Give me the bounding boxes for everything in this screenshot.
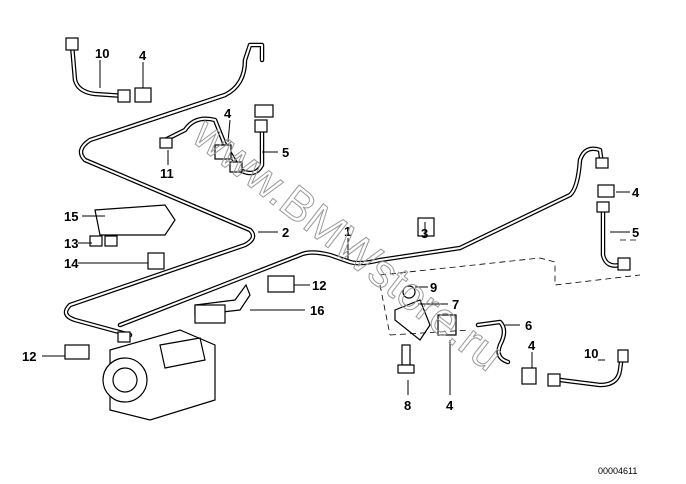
callout-5: 5 [632, 225, 639, 240]
leader-lines [42, 60, 630, 395]
callout-4: 4 [632, 185, 640, 200]
callout-16: 16 [310, 303, 324, 318]
callout-8: 8 [404, 398, 411, 413]
brake-pipe-1 [63, 42, 605, 338]
callout-13: 13 [64, 236, 78, 251]
callout-3: 3 [421, 226, 428, 241]
callout-9: 9 [430, 280, 437, 295]
callout-10: 10 [95, 46, 109, 61]
callout-12: 12 [22, 349, 36, 364]
hydraulic-unit [102, 329, 216, 421]
callout-10: 10 [584, 346, 598, 361]
callout-15: 15 [64, 209, 78, 224]
callout-labels: 10 4 4 5 11 15 2 1 13 14 3 4 5 9 7 12 16… [22, 46, 640, 413]
callout-4: 4 [224, 106, 232, 121]
reference-number: 00004611 [598, 466, 637, 476]
clips-and-fittings [64, 37, 631, 387]
callout-7: 7 [452, 297, 459, 312]
callout-12: 12 [312, 278, 326, 293]
callout-14: 14 [64, 256, 79, 271]
callout-5: 5 [282, 145, 289, 160]
callout-6: 6 [525, 318, 532, 333]
callout-1: 1 [344, 224, 351, 239]
callout-4: 4 [446, 398, 454, 413]
callout-4: 4 [528, 338, 536, 353]
callout-11: 11 [160, 166, 174, 181]
callout-2: 2 [282, 225, 289, 240]
callout-4: 4 [139, 48, 147, 63]
